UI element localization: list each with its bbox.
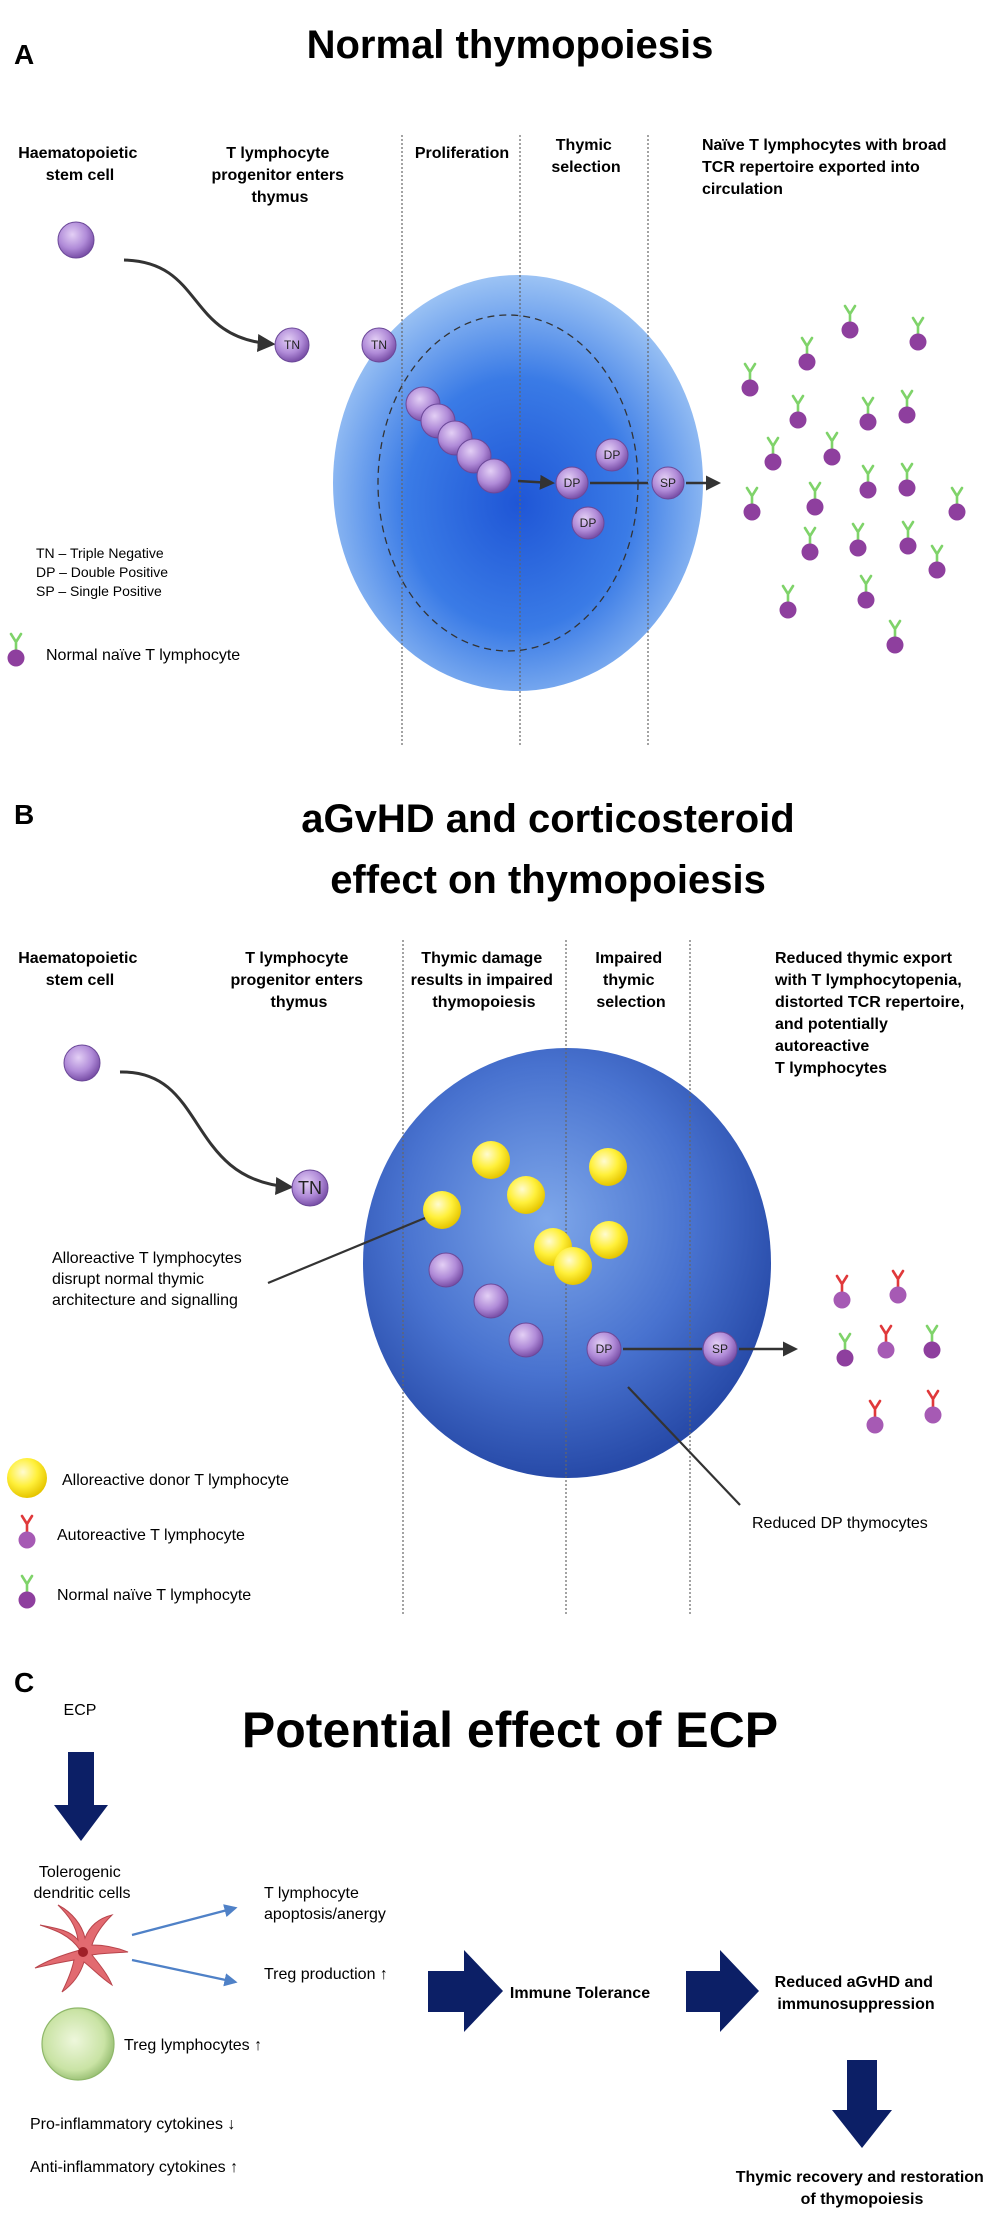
panel-a-col-progenitor: T lymphocyte progenitor enters thymus [212, 145, 349, 206]
down-arrow-icon [832, 2060, 892, 2148]
reduced-agvhd-label: Reduced aGvHD and immunosuppression [775, 1974, 938, 2013]
ecp-label: ECP [64, 1702, 97, 1719]
panel-b-title-line1: aGvHD and corticosteroid [301, 797, 794, 841]
treg-production-label: Treg production ↑ [264, 1966, 388, 1983]
tolerogenic-dc-label: Tolerogenic dendritic cells [34, 1864, 131, 1902]
legend-auto: Autoreactive T lymphocyte [57, 1527, 245, 1544]
sp-cell [702, 1331, 738, 1367]
thymocyte [508, 1322, 544, 1358]
panel-a-col-hsc: Haematopoietic stem cell [18, 145, 142, 184]
legend-dp: DP – Double Positive [36, 564, 168, 580]
alloreactive-cells [423, 1141, 628, 1285]
tn-cell [361, 327, 397, 363]
sp-cell-label: SP [660, 476, 676, 490]
arrow [517, 474, 555, 490]
pro-inflammatory-label: Pro-inflammatory cytokines ↓ [30, 2116, 235, 2133]
autoreactive-cell-icon [17, 1514, 37, 1550]
dp-cell [555, 466, 589, 500]
blue-arrow [131, 1904, 238, 1937]
panel-b-col-hsc: Haematopoietic stem cell [18, 950, 142, 989]
thymic-recovery-label: Thymic recovery and restoration of thymo… [736, 2169, 989, 2208]
apoptosis-label: T lymphocyte apoptosis/anergy [264, 1885, 386, 1923]
entry-arrow [123, 258, 276, 352]
panel-c-letter: C [14, 1667, 34, 1698]
legend-naive: Normal naïve T lymphocyte [57, 1587, 251, 1604]
dp-cell [595, 438, 629, 472]
immune-tolerance-label: Immune Tolerance [510, 1985, 650, 2002]
panel-a: A Normal thymopoiesis Haematopoietic ste… [6, 23, 967, 745]
panel-a-title: Normal thymopoiesis [307, 23, 714, 67]
panel-b-title-line2: effect on thymopoiesis [330, 858, 766, 902]
tn-cell-label: TN [298, 1178, 322, 1198]
tn-cell [291, 1169, 329, 1207]
annotation-pointer [627, 1386, 741, 1506]
panel-b-letter: B [14, 799, 34, 830]
thymocyte [428, 1252, 464, 1288]
panel-a-col-selection: Thymic selection [551, 137, 620, 176]
dp-cell [571, 506, 605, 540]
sp-cell-label: SP [712, 1342, 728, 1356]
panel-a-col-proliferation: Proliferation [415, 145, 509, 162]
tn-cell [274, 327, 310, 363]
dp-cell [586, 1331, 622, 1367]
tn-cell-label: TN [284, 338, 300, 352]
stem-cell [63, 1044, 101, 1082]
blue-arrow [131, 1958, 238, 1987]
legend-allo: Alloreactive donor T lymphocyte [62, 1472, 289, 1489]
naive-t-cell-icon [17, 1574, 37, 1610]
naive-t-cell-icon [6, 632, 26, 668]
proliferating-cell [476, 458, 512, 494]
panel-c-title: Potential effect of ECP [242, 1702, 778, 1758]
dp-cell-label: DP [564, 476, 581, 490]
thymocyte [473, 1283, 509, 1319]
exported-naive-cells [740, 304, 967, 655]
reduced-dp-annotation: Reduced DP thymocytes [752, 1515, 928, 1532]
panel-b-col-damage: Thymic damage results in impaired thymop… [411, 950, 558, 1011]
stem-cell [57, 221, 95, 259]
alloreactive-donor-icon [7, 1458, 47, 1498]
sp-cell [651, 466, 685, 500]
dp-cell-label: DP [596, 1342, 613, 1356]
right-arrow-icon [686, 1950, 759, 2032]
legend-naive: Normal naïve T lymphocyte [46, 647, 240, 664]
panel-a-col-export: Naïve T lymphocytes with broad TCR reper… [702, 137, 951, 198]
panel-b-col-export: Reduced thymic export with T lymphocytop… [774, 950, 969, 1077]
treg-lymphocytes-label: Treg lymphocytes ↑ [124, 2037, 262, 2054]
dp-cell-label: DP [580, 516, 597, 530]
annotation-pointer [267, 1216, 426, 1285]
panel-a-letter: A [14, 39, 34, 70]
down-arrow-icon [54, 1752, 108, 1841]
legend-sp: SP – Single Positive [36, 583, 162, 599]
legend-tn: TN – Triple Negative [36, 545, 164, 561]
panel-c: C Potential effect of ECP ECP Tolerogeni… [14, 1667, 989, 2208]
tn-cell-label: TN [371, 338, 387, 352]
entry-arrow [119, 1070, 294, 1196]
right-arrow-icon [428, 1950, 503, 2032]
exported-cells [832, 1269, 943, 1435]
panel-b: B aGvHD and corticosteroid effect on thy… [7, 797, 969, 1615]
alloreactive-annotation: Alloreactive T lymphocytes disrupt norma… [52, 1250, 246, 1309]
treg-cell-icon [41, 2007, 115, 2081]
panel-b-col-progenitor: T lymphocyte progenitor enters thymus [231, 950, 368, 1011]
dendritic-cell-icon [34, 1904, 129, 1993]
panel-b-col-selection: Impaired thymic selection [595, 950, 666, 1011]
anti-inflammatory-label: Anti-inflammatory cytokines ↑ [30, 2159, 238, 2176]
dp-cell-label: DP [604, 448, 621, 462]
